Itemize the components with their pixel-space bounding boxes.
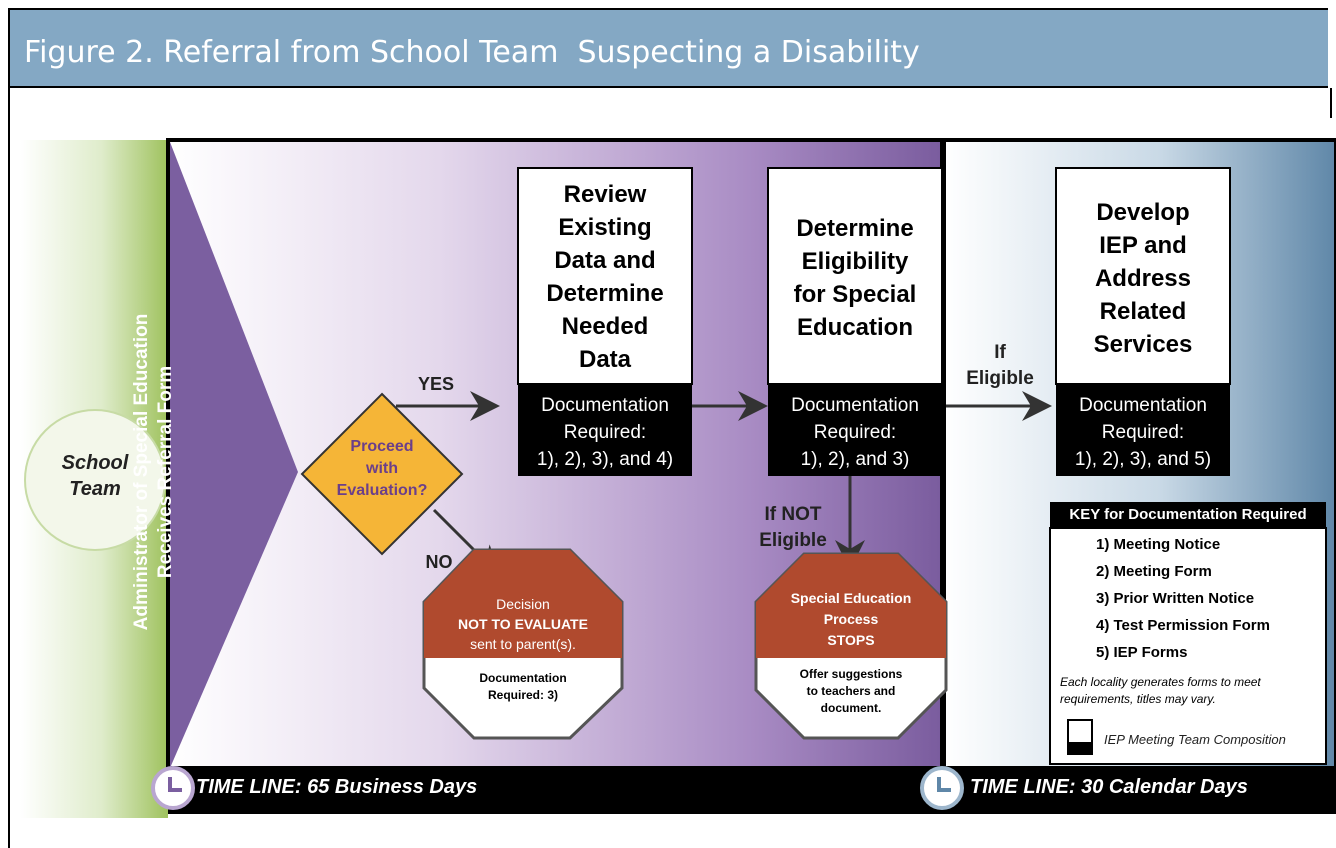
iep-title-line: Develop [1096, 199, 1190, 226]
figure-frame [8, 8, 1328, 848]
school-team-circle [24, 409, 166, 551]
key-item: 4) Test Permission Form [1096, 617, 1270, 634]
iep-doc-line: Required: [1101, 422, 1185, 443]
eligibility-title-line: Education [796, 314, 913, 341]
admin-line: Receives Referral Form [155, 365, 176, 579]
iep-doc [1056, 384, 1230, 476]
review-title: Review Existing Data and Determine Neede… [518, 178, 692, 376]
stops-line: STOPS [827, 632, 875, 648]
eligibility-box [767, 167, 943, 385]
not-evaluate-octagon [422, 548, 624, 740]
key-item: 5) IEP Forms [1096, 644, 1188, 661]
not-evaluate-line: sent to parent(s). [470, 636, 576, 652]
review-doc-line: 1), 2), 3), and 4) [536, 449, 674, 470]
timeline-bar [168, 768, 1336, 814]
eligibility-title-line: Eligibility [801, 248, 909, 275]
no-label: NO [425, 552, 453, 572]
key-item: 2) Meeting Form [1096, 563, 1212, 580]
timeline-right: TIME LINE: 30 Calendar Days [970, 776, 1248, 798]
key-legend: IEP Meeting Team Composition [1104, 732, 1286, 747]
decision-line: with [366, 460, 398, 477]
eligibility-doc [768, 384, 942, 476]
key-item: 3) Prior Written Notice [1096, 590, 1255, 607]
iep-doc-text: Documentation Required: 1), 2), 3), and … [1056, 392, 1230, 473]
decision-label: Proceed with Evaluation? [322, 436, 442, 502]
eligibility-doc-line: 1), 2), and 3) [800, 449, 910, 470]
clock-icon [151, 766, 195, 810]
iep-title: Develop IEP and Address Related Services [1056, 196, 1230, 361]
review-title-line: Needed [561, 313, 649, 340]
not-evaluate-doc-line: Required: 3) [487, 688, 558, 702]
iep-title-line: Address [1094, 265, 1192, 292]
frame-edge [1330, 88, 1332, 118]
if-eligible-label: If Eligible [954, 340, 1046, 392]
iep-box [1055, 167, 1231, 385]
school-team-line: School [61, 452, 129, 474]
stops-sub-line: Offer suggestions [799, 667, 903, 681]
diagram-graphics [20, 138, 1336, 818]
team-composition-icon [1067, 719, 1093, 755]
review-doc-text: Documentation Required: 1), 2), 3), and … [518, 392, 692, 473]
not-evaluate-text: Decision NOT TO EVALUATE sent to parent(… [424, 594, 622, 654]
not-evaluate-line: NOT TO EVALUATE [458, 616, 588, 632]
key-note: Each locality generates forms to meet re… [1060, 674, 1322, 708]
clock-icon [920, 766, 964, 810]
figure-title: Figure 2. Referral from School Team Susp… [24, 35, 920, 70]
not-evaluate-line: Decision [496, 596, 550, 612]
iep-title-line: Services [1093, 331, 1193, 358]
eligibility-doc-line: Required: [813, 422, 897, 443]
review-title-line: Review [563, 181, 647, 208]
if-eligible-line: If [994, 342, 1006, 363]
decision-diamond [300, 392, 464, 556]
if-not-eligible-line: If NOT [764, 504, 822, 525]
key-title: KEY for Documentation Required [1069, 506, 1307, 523]
eligibility-doc-line: Documentation [791, 395, 919, 416]
review-title-line: Existing [558, 214, 652, 241]
eligibility-title-line: Determine [796, 215, 914, 242]
iep-doc-line: Documentation [1079, 395, 1207, 416]
eligibility-title-line: for Special [793, 281, 917, 308]
flow-diagram: School Team Administrator of Special Edu… [10, 90, 1336, 848]
decision-line: Proceed [350, 438, 414, 455]
stops-line: Special Education [790, 590, 912, 606]
eligibility-title: Determine Eligibility for Special Educat… [768, 212, 942, 344]
title-bar: Figure 2. Referral from School Team Susp… [10, 10, 1328, 88]
review-title-line: Determine [546, 280, 664, 307]
key-header [1050, 502, 1326, 528]
iep-title-line: IEP and [1099, 232, 1187, 259]
key-box [1049, 527, 1327, 765]
review-box [517, 167, 693, 385]
key-note-line: Each locality generates forms to meet [1060, 675, 1261, 689]
stops-text: Special Education Process STOPS [756, 588, 946, 651]
stops-sub-line: document. [820, 701, 882, 715]
eligibility-doc-text: Documentation Required: 1), 2), and 3) [768, 392, 942, 473]
school-team-label: School Team [25, 450, 165, 502]
school-team-line: Team [69, 478, 121, 500]
review-doc-line: Documentation [541, 395, 669, 416]
iep-title-line: Related [1099, 298, 1187, 325]
key-item: 1) Meeting Notice [1096, 536, 1221, 553]
key-note-line: requirements, titles may vary. [1060, 692, 1216, 706]
if-not-eligible-label: If NOT Eligible [748, 502, 838, 554]
admin-label: Administrator of Special Education Recei… [130, 242, 178, 702]
review-doc [518, 384, 692, 476]
review-title-line: Data [578, 346, 632, 373]
timeline-left: TIME LINE: 65 Business Days [196, 776, 478, 798]
if-eligible-line: Eligible [966, 368, 1034, 389]
if-not-eligible-line: Eligible [759, 530, 827, 551]
not-evaluate-doc: Documentation Required: 3) [424, 670, 622, 704]
admin-triangle [170, 142, 298, 768]
iep-doc-line: 1), 2), 3), and 5) [1074, 449, 1212, 470]
stops-octagon [754, 552, 948, 740]
stops-sub: Offer suggestions to teachers and docume… [756, 666, 946, 717]
stops-line: Process [823, 611, 879, 627]
stops-sub-line: to teachers and [806, 684, 896, 698]
decision-line: Evaluation? [336, 482, 428, 499]
admin-line: Administrator of Special Education [131, 313, 152, 631]
not-evaluate-doc-line: Documentation [479, 671, 567, 685]
review-title-line: Data and [554, 247, 656, 274]
review-doc-line: Required: [563, 422, 647, 443]
yes-label: YES [417, 374, 455, 394]
